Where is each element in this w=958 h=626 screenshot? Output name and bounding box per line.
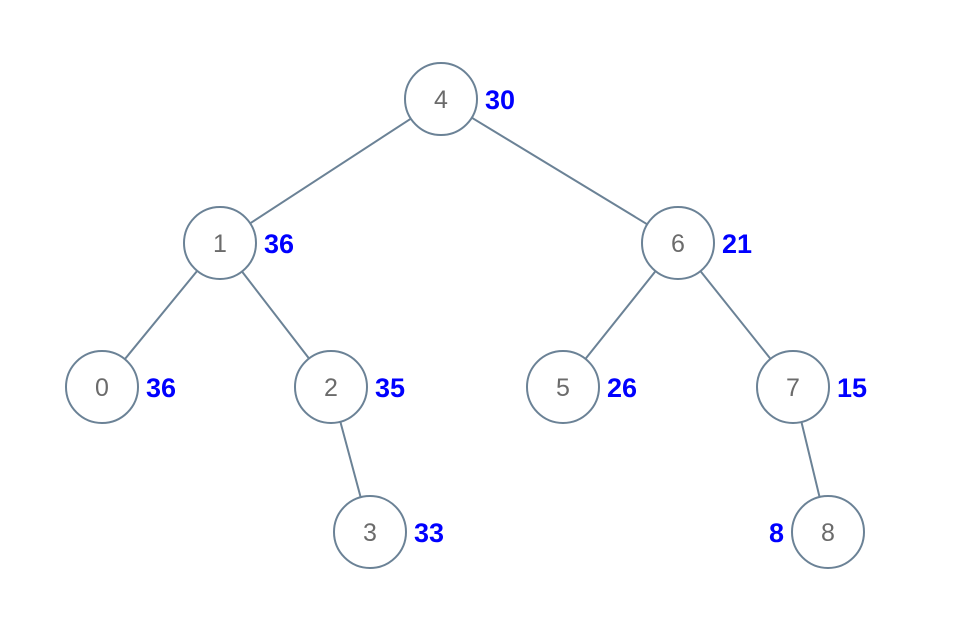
node-label-0: 0: [95, 374, 109, 402]
node-annotation-5: 26: [607, 373, 637, 403]
tree-node-6[interactable]: 6 21: [641, 206, 752, 280]
node-annotation-1: 36: [264, 229, 294, 259]
node-circle-5: [526, 350, 600, 424]
node-annotation-7: 15: [837, 373, 867, 403]
tree-edge-6-5: [584, 270, 657, 360]
node-label-5: 5: [556, 374, 570, 402]
node-circle-0: [65, 350, 139, 424]
node-annotation-2: 35: [375, 373, 405, 403]
tree-edge-6-7: [699, 270, 772, 360]
node-circle-8: [791, 495, 865, 569]
node-annotation-0: 36: [146, 373, 176, 403]
tree-edge-4-1: [249, 117, 412, 225]
node-circle-2: [294, 350, 368, 424]
node-label-3: 3: [363, 519, 377, 547]
tree-node-1[interactable]: 1 36: [183, 206, 294, 280]
tree-node-0[interactable]: 0 36: [65, 350, 176, 424]
tree-edge-7-8: [800, 420, 821, 499]
tree-edge-1-2: [240, 270, 311, 360]
tree-node-5[interactable]: 5 26: [526, 350, 637, 424]
edge-layer: [123, 116, 821, 499]
tree-edge-2-3: [339, 420, 362, 499]
tree-node-4[interactable]: 4 30: [404, 62, 515, 136]
node-label-6: 6: [671, 230, 685, 258]
tree-edge-1-0: [123, 269, 199, 361]
node-label-1: 1: [213, 230, 227, 258]
node-label-8: 8: [821, 519, 835, 547]
node-annotation-3: 33: [414, 518, 444, 548]
node-annotation-4: 30: [485, 85, 515, 115]
node-circle-7: [756, 350, 830, 424]
node-label-2: 2: [324, 374, 338, 402]
node-circle-1: [183, 206, 257, 280]
node-circle-4: [404, 62, 478, 136]
node-circle-6: [641, 206, 715, 280]
tree-node-2[interactable]: 2 35: [294, 350, 405, 424]
node-label-7: 7: [786, 374, 800, 402]
node-label-4: 4: [434, 86, 448, 114]
tree-edge-4-6: [470, 116, 649, 226]
node-annotation-6: 21: [722, 229, 752, 259]
tree-node-8[interactable]: 88: [769, 495, 865, 569]
node-circle-3: [333, 495, 407, 569]
node-annotation-8: 8: [769, 518, 784, 548]
tree-node-7[interactable]: 7 15: [756, 350, 867, 424]
